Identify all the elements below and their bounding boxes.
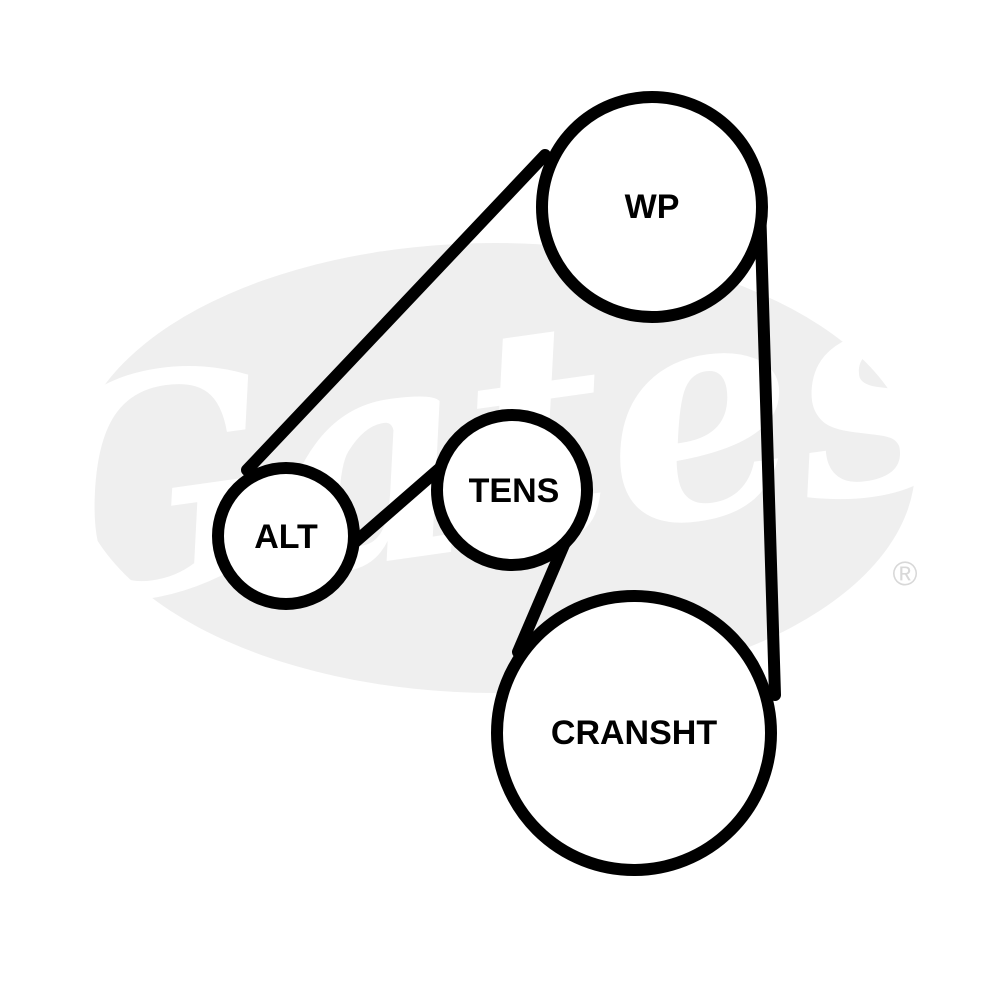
pulley-wp: WP xyxy=(536,91,768,323)
pulley-wp-label: WP xyxy=(625,188,680,226)
pulley-tens-label: TENS xyxy=(469,472,560,510)
pulley-crankshaft: CRANSHT xyxy=(491,590,777,876)
belt xyxy=(241,149,781,701)
pulley-alt-label: ALT xyxy=(254,518,318,556)
pulley-tens: TENS xyxy=(431,409,593,571)
pulley-alt-circle xyxy=(212,462,360,610)
pulley-crankshaft-circle xyxy=(491,590,777,876)
belt-segment-tens-to-crankshaft xyxy=(512,534,572,658)
watermark-registered-mark: ® xyxy=(892,555,917,593)
belt-segment-wp-to-alt xyxy=(241,149,551,476)
pulley-crankshaft-label: CRANSHT xyxy=(551,714,717,752)
belt-segment-alt-to-tens xyxy=(340,456,453,556)
belt-segment-crankshaft-to-wp xyxy=(754,199,781,701)
pulley-wp-circle xyxy=(536,91,768,323)
pulley-alt: ALT xyxy=(212,462,360,610)
pulley-tens-circle xyxy=(431,409,593,571)
